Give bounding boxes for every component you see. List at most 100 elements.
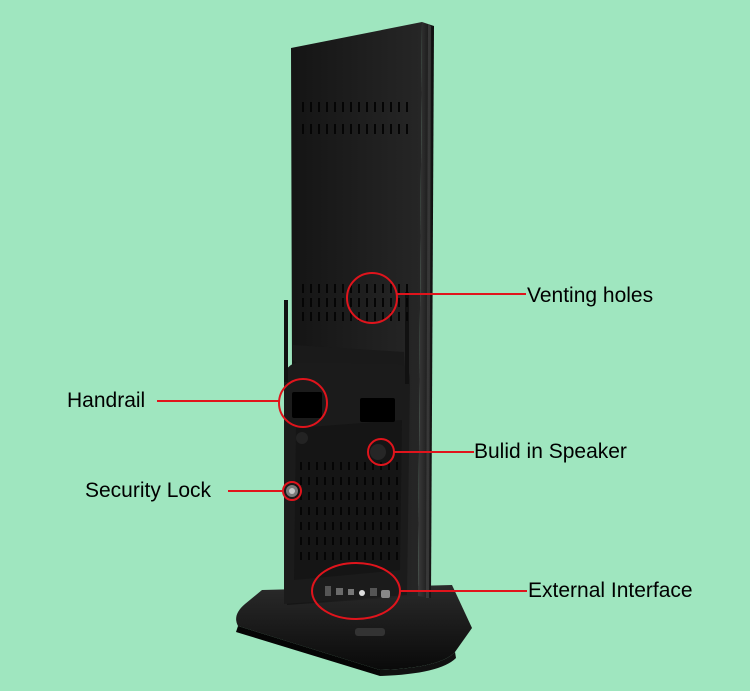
speaker-grille bbox=[370, 444, 386, 460]
vent-slot bbox=[342, 312, 344, 321]
vent-slot bbox=[324, 552, 326, 560]
vent-slot bbox=[356, 462, 358, 470]
vent-slot bbox=[300, 507, 302, 515]
vent-slot bbox=[388, 492, 390, 500]
vent-slot bbox=[372, 522, 374, 530]
vent-slot bbox=[382, 312, 384, 321]
vent-slot bbox=[342, 298, 344, 307]
vent-slot bbox=[366, 312, 368, 321]
vent-slot bbox=[374, 298, 376, 307]
handrail-slot-left bbox=[292, 392, 322, 418]
vent-slot bbox=[308, 537, 310, 545]
vent-slot bbox=[390, 102, 392, 112]
vent-slot bbox=[396, 492, 398, 500]
vent-slot bbox=[382, 284, 384, 293]
vent-slot bbox=[300, 477, 302, 485]
vent-slot bbox=[358, 298, 360, 307]
vent-slot bbox=[308, 522, 310, 530]
vent-slot bbox=[364, 522, 366, 530]
left-antenna bbox=[284, 300, 288, 382]
vent-slot bbox=[324, 537, 326, 545]
vent-slot bbox=[318, 124, 320, 134]
vent-slot bbox=[382, 102, 384, 112]
vent-slot bbox=[366, 298, 368, 307]
vent-slot bbox=[398, 284, 400, 293]
vent-slot bbox=[364, 552, 366, 560]
kiosk-body bbox=[284, 22, 434, 605]
vent-slot bbox=[340, 552, 342, 560]
vent-slot bbox=[390, 298, 392, 307]
vent-slot bbox=[366, 124, 368, 134]
vent-slot bbox=[308, 507, 310, 515]
vent-slot bbox=[358, 102, 360, 112]
vent-slot bbox=[308, 477, 310, 485]
vent-slot bbox=[300, 492, 302, 500]
vent-slot bbox=[308, 552, 310, 560]
vent-slot bbox=[396, 522, 398, 530]
vent-slot bbox=[348, 537, 350, 545]
vent-slot bbox=[316, 552, 318, 560]
label-handrail: Handrail bbox=[67, 389, 146, 412]
vent-slot bbox=[310, 298, 312, 307]
vent-slot bbox=[326, 298, 328, 307]
vent-slot bbox=[372, 552, 374, 560]
vent-slot bbox=[382, 124, 384, 134]
vent-slot bbox=[380, 522, 382, 530]
vent-slot bbox=[308, 492, 310, 500]
vent-slot bbox=[380, 537, 382, 545]
vent-slot bbox=[388, 522, 390, 530]
vent-slots bbox=[300, 102, 408, 560]
vent-slot bbox=[332, 552, 334, 560]
vent-slot bbox=[356, 537, 358, 545]
vent-slot bbox=[356, 492, 358, 500]
vent-slot bbox=[356, 522, 358, 530]
vent-slot bbox=[340, 507, 342, 515]
vent-slot bbox=[396, 552, 398, 560]
vent-slot bbox=[302, 124, 304, 134]
vent-slot bbox=[358, 312, 360, 321]
vent-slot bbox=[326, 312, 328, 321]
vent-slot bbox=[396, 537, 398, 545]
vent-slot bbox=[310, 102, 312, 112]
vent-slot bbox=[398, 124, 400, 134]
vent-slot bbox=[334, 284, 336, 293]
vent-slot bbox=[310, 124, 312, 134]
vent-slot bbox=[350, 312, 352, 321]
vent-slot bbox=[390, 284, 392, 293]
vent-slot bbox=[342, 284, 344, 293]
vent-slot bbox=[324, 477, 326, 485]
vent-slot bbox=[380, 507, 382, 515]
vent-slot bbox=[324, 462, 326, 470]
label-security-lock: Security Lock bbox=[85, 479, 212, 502]
vent-slot bbox=[300, 552, 302, 560]
vent-slot bbox=[396, 462, 398, 470]
vent-slot bbox=[380, 477, 382, 485]
vent-slot bbox=[374, 312, 376, 321]
vent-slot bbox=[308, 462, 310, 470]
interface-ports bbox=[325, 586, 390, 636]
vent-slot bbox=[300, 462, 302, 470]
vent-slot bbox=[326, 102, 328, 112]
vent-slot bbox=[318, 298, 320, 307]
vent-slot bbox=[334, 298, 336, 307]
callout-venting-holes-circle bbox=[346, 272, 398, 324]
vent-slot bbox=[350, 298, 352, 307]
vent-slot bbox=[340, 492, 342, 500]
vent-slot bbox=[302, 312, 304, 321]
vent-slot bbox=[316, 522, 318, 530]
vent-slot bbox=[300, 537, 302, 545]
vent-slot bbox=[398, 102, 400, 112]
label-built-in-speaker: Bulid in Speaker bbox=[474, 440, 627, 463]
vent-slot bbox=[318, 102, 320, 112]
vent-slot bbox=[390, 312, 392, 321]
vent-slot bbox=[350, 102, 352, 112]
vent-slot bbox=[366, 102, 368, 112]
vent-slot bbox=[388, 507, 390, 515]
base-plate bbox=[236, 585, 472, 676]
vent-slot bbox=[364, 492, 366, 500]
label-venting-holes: Venting holes bbox=[527, 284, 654, 307]
vent-slot bbox=[380, 492, 382, 500]
vent-slot bbox=[340, 537, 342, 545]
vent-slot bbox=[388, 537, 390, 545]
vent-slot bbox=[372, 462, 374, 470]
